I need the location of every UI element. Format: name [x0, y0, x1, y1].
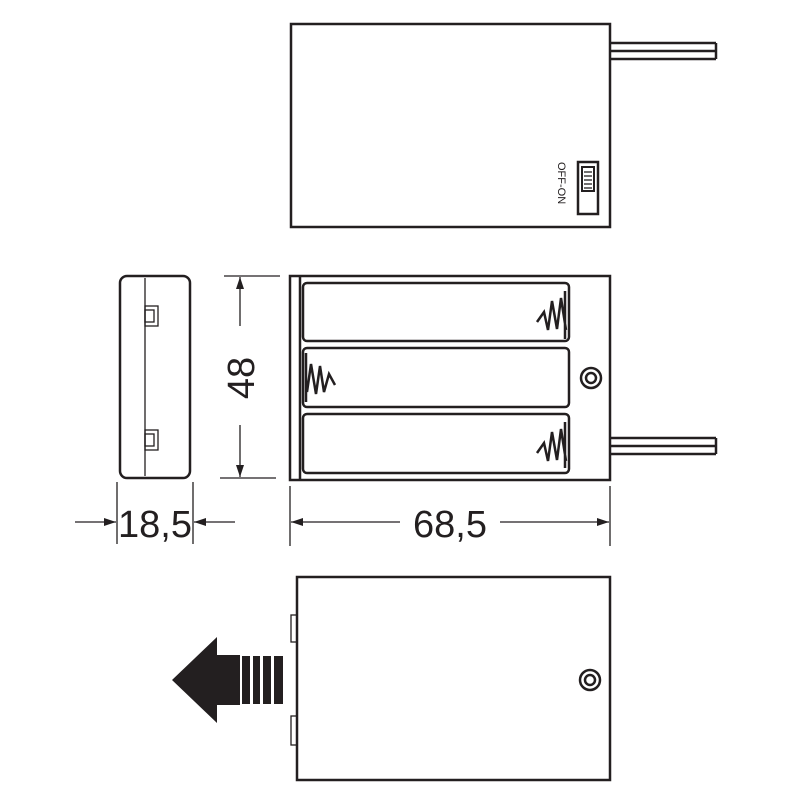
- side-housing: [118, 274, 192, 480]
- dimension-width: 68,5: [289, 486, 611, 546]
- screw-icon: [579, 366, 603, 390]
- depth-dimension-label: 18,5: [118, 504, 192, 546]
- bottom-view: [172, 575, 612, 782]
- battery-compartment: [301, 281, 571, 343]
- front-view: [288, 274, 718, 482]
- slide-direction-arrow-icon: [172, 637, 283, 723]
- width-dimension-label: 68,5: [413, 504, 487, 546]
- top-housing: [289, 22, 612, 229]
- switch-label: OFF-ON: [555, 162, 567, 204]
- height-dimension-label: 48: [221, 357, 263, 399]
- dimension-height: 48: [220, 275, 280, 479]
- top-wires: [610, 41, 718, 61]
- front-wires: [610, 436, 718, 456]
- spring-contact-icon: [535, 291, 568, 339]
- spring-contact-icon: [304, 353, 337, 402]
- screw-icon: [578, 668, 602, 692]
- top-view: OFF-ON: [289, 22, 718, 229]
- power-switch: [576, 160, 600, 216]
- side-view: [118, 274, 192, 480]
- spring-contact-icon: [535, 422, 568, 468]
- front-housing: [288, 274, 612, 482]
- battery-compartment: [301, 346, 571, 409]
- dimension-depth: 18,5: [75, 482, 235, 546]
- battery-compartment: [301, 412, 571, 475]
- lid-housing: [295, 575, 612, 782]
